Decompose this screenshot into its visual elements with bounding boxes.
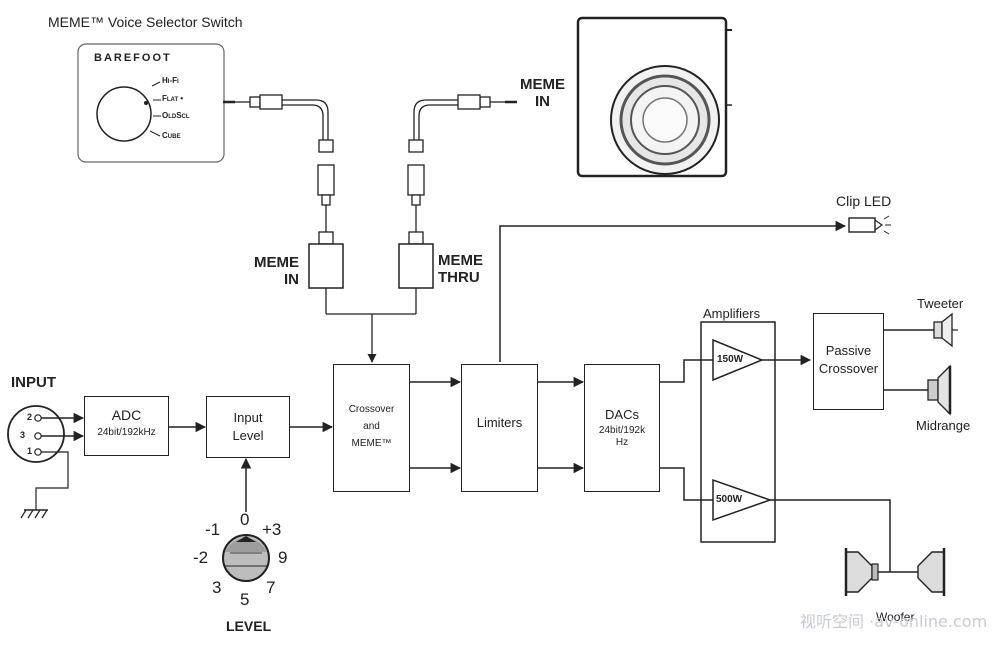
amp-150w-triangle <box>712 338 764 382</box>
midrange-label: Midrange <box>916 418 971 433</box>
xlr-input-connector <box>7 405 69 519</box>
level-mark-9: 9 <box>278 548 288 567</box>
level-mark-5: 5 <box>240 590 250 609</box>
selector-option-hifi: Hi-Fi <box>162 76 179 85</box>
adc-title: ADC <box>111 407 142 423</box>
signal-arrows <box>41 220 934 573</box>
tweeter-label: Tweeter <box>917 296 964 311</box>
amp-500w-triangle <box>712 478 773 522</box>
woofer-label: Woofer <box>876 610 915 624</box>
amplifiers-block <box>700 321 776 543</box>
level-mark-0: 0 <box>240 510 250 529</box>
watermark: 视听空间 ·av-online.com <box>800 612 988 631</box>
clip-led-icon <box>848 215 891 235</box>
speaker-cabinet <box>576 16 732 178</box>
jack-meme-thru-label: MEME THRU <box>438 252 483 286</box>
clip-led-label: Clip LED <box>836 193 892 209</box>
limiters-block: Limiters <box>461 364 538 492</box>
jack-bus <box>325 288 417 363</box>
jack-thru-collar <box>408 231 424 245</box>
dacs-block: DACs 24bit/192k Hz <box>584 364 660 492</box>
level-mark-minus2: -2 <box>193 548 209 567</box>
crossover-meme-block: Crossover and MEME™ <box>333 364 410 492</box>
speaker-meme-in-label: MEME IN <box>520 76 565 110</box>
adc-block: ADC 24bit/192kHz <box>84 396 169 456</box>
xlr-pin-2: 2 <box>27 412 33 422</box>
adc-spec: 24bit/192kHz <box>97 427 156 438</box>
voice-selector-switch <box>77 43 225 163</box>
dacs-spec: 24bit/192k Hz <box>598 425 646 448</box>
crossover-title: Crossover and MEME™ <box>348 404 395 449</box>
passive-crossover-block: Passive Crossover <box>813 313 884 410</box>
level-knob-label: LEVEL <box>226 618 272 634</box>
tweeter-icon <box>933 312 958 348</box>
woofer-icon <box>844 548 946 596</box>
cable-left <box>223 94 335 232</box>
midrange-icon <box>927 364 952 416</box>
level-mark-minus1: -1 <box>205 520 221 539</box>
jack-in-collar <box>318 231 334 245</box>
amp-500w-label: 500W <box>716 494 743 505</box>
selector-title: MEME™ Voice Selector Switch <box>48 14 243 30</box>
input-level-block: Input Level <box>206 396 290 458</box>
selector-option-oldscl: OldScl <box>162 111 190 120</box>
amp-150w-label: 150W <box>717 354 744 365</box>
level-mark-plus3: +3 <box>262 520 282 539</box>
jack-meme-in-label: MEME IN <box>254 254 299 288</box>
input-label: INPUT <box>11 374 56 391</box>
xlr-pin-3: 3 <box>20 430 26 440</box>
passive-crossover-title: Passive Crossover <box>818 343 879 376</box>
selector-brand-label: BAREFOOT <box>94 52 172 64</box>
cable-right <box>407 94 517 232</box>
meme-in-jack <box>308 243 344 289</box>
selector-option-flat: Flat • <box>162 94 184 103</box>
level-mark-3: 3 <box>212 578 222 597</box>
level-knob-icon <box>222 534 270 582</box>
limiters-title: Limiters <box>476 415 523 430</box>
selector-option-cube: Cube <box>162 131 181 140</box>
dacs-title: DACs <box>605 407 639 422</box>
level-mark-7: 7 <box>266 578 276 597</box>
amplifiers-label: Amplifiers <box>703 306 761 321</box>
input-level-title: Input Level <box>232 410 264 443</box>
xlr-pin-1: 1 <box>27 446 33 456</box>
meme-thru-jack <box>398 243 434 289</box>
